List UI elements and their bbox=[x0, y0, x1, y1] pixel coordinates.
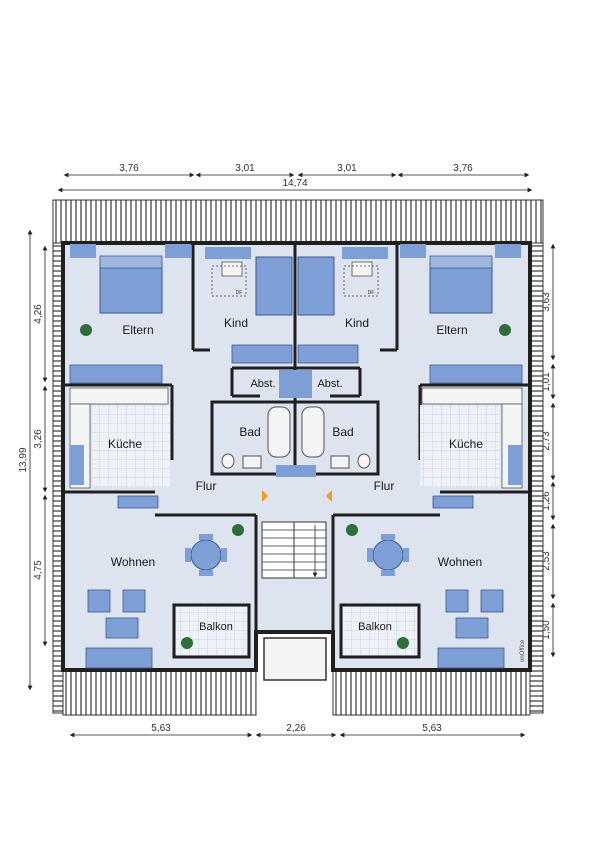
dim-top-1: 3,76 bbox=[119, 163, 139, 174]
dim-bottom-1: 5,63 bbox=[151, 723, 171, 734]
room-label-kind-right: Kind bbox=[345, 316, 369, 330]
orange-arrow-icon bbox=[262, 490, 268, 502]
dim-bottom-3: 5,63 bbox=[422, 723, 442, 734]
df-label-left: DF bbox=[236, 290, 243, 296]
dim-right-5: 2,53 bbox=[541, 551, 552, 571]
room-label-kueche-left: Küche bbox=[108, 437, 142, 451]
roof-hatching bbox=[52, 199, 544, 716]
room-label-eltern-left: Eltern bbox=[122, 323, 153, 337]
dim-right-2: 1,01 bbox=[541, 372, 552, 392]
dimension-lines bbox=[27, 172, 556, 738]
dim-left-3: 4,75 bbox=[33, 560, 44, 580]
orange-arrow-icon bbox=[326, 490, 332, 502]
staircase bbox=[261, 521, 327, 579]
dim-right-3: 2,73 bbox=[541, 431, 552, 451]
dim-right-4: 1,26 bbox=[541, 491, 552, 511]
room-label-abst-left: Abst. bbox=[250, 378, 275, 390]
room-label-wohnen-right: Wohnen bbox=[438, 555, 482, 569]
entrance-landing bbox=[263, 637, 327, 681]
dim-left-total: 13,99 bbox=[18, 447, 29, 472]
room-label-wohnen-left: Wohnen bbox=[111, 555, 155, 569]
room-label-balkon-left: Balkon bbox=[199, 621, 233, 633]
double-bed-right bbox=[429, 262, 493, 314]
dim-top-4: 3,76 bbox=[453, 163, 473, 174]
dim-bottom-2: 2,26 bbox=[286, 723, 306, 734]
room-label-kind-left: Kind bbox=[224, 316, 248, 330]
dim-top-3: 3,01 bbox=[337, 163, 357, 174]
dim-top-2: 3,01 bbox=[235, 163, 255, 174]
room-label-eltern-right: Eltern bbox=[436, 323, 467, 337]
room-label-flur-left: Flur bbox=[196, 479, 217, 493]
room-label-bad-left: Bad bbox=[239, 425, 260, 439]
df-label-right: DF bbox=[368, 290, 375, 296]
room-label-balkon-right: Balkon bbox=[358, 621, 392, 633]
plant-icon bbox=[80, 324, 511, 649]
room-label-kueche-right: Küche bbox=[449, 437, 483, 451]
room-label-flur-right: Flur bbox=[374, 479, 395, 493]
interior-walls bbox=[63, 243, 530, 659]
room-label-bad-right: Bad bbox=[332, 425, 353, 439]
double-bed-left bbox=[99, 262, 163, 314]
dim-right-1: 3,63 bbox=[541, 292, 552, 312]
dim-left-1: 4,26 bbox=[33, 304, 44, 324]
room-label-abst-right: Abst. bbox=[317, 378, 342, 390]
dim-top-total: 14,74 bbox=[282, 178, 307, 189]
dim-right-6: 1,50 bbox=[541, 620, 552, 640]
dim-left-2: 3,26 bbox=[33, 429, 44, 449]
furniture bbox=[69, 244, 523, 669]
brand-logo: onOffice bbox=[520, 639, 526, 662]
